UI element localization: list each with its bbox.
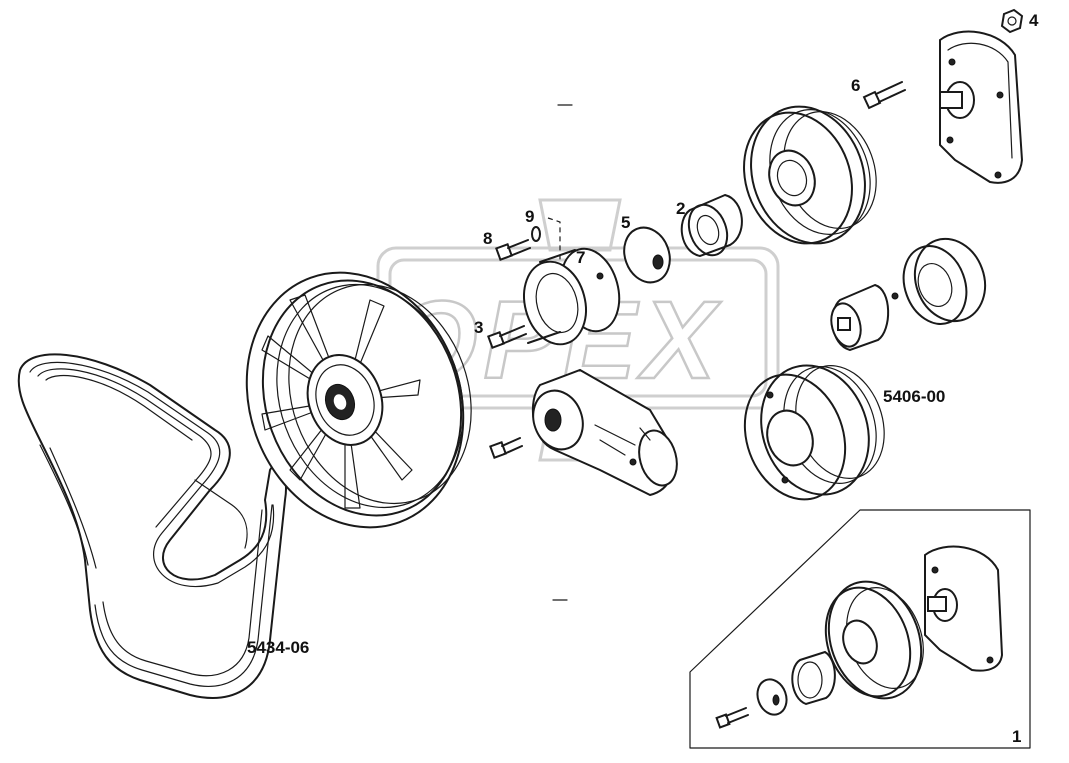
spacer-5 [623,226,671,284]
callout-7: 7 [576,248,585,267]
pulley-group-part-number: 5406-00 [883,387,945,406]
callout-5: 5 [621,213,630,232]
kit-1-inset [689,509,1031,749]
bolt-8 [495,239,531,261]
callout-2: 2 [676,199,685,218]
registration-marks [552,104,573,601]
bolt-lower [489,437,523,459]
fan-pulley [245,271,472,529]
callout-8: 8 [483,229,492,248]
belt-tensioner [531,368,678,497]
bolt-6 [862,81,906,110]
bolt-3 [487,325,527,349]
nut-4 [1000,8,1024,34]
callout-9: 9 [525,207,534,226]
mounting-bracket-top [939,30,1024,184]
callout-6: 6 [851,76,860,95]
belt-part-number: 5434-06 [247,638,309,657]
callout-1: 1 [1012,727,1021,746]
washer-9 [531,217,561,280]
ribbed-belt [17,353,287,699]
callout-4: 4 [1029,11,1039,30]
tensioner-roller [830,283,899,352]
ribbed-pulley-bottom [743,364,885,501]
small-pulley [902,237,987,325]
grooved-pulley-top [743,105,877,245]
idler-pulley-7 [523,247,621,346]
callout-3: 3 [474,318,483,337]
bearing-2 [680,193,743,258]
